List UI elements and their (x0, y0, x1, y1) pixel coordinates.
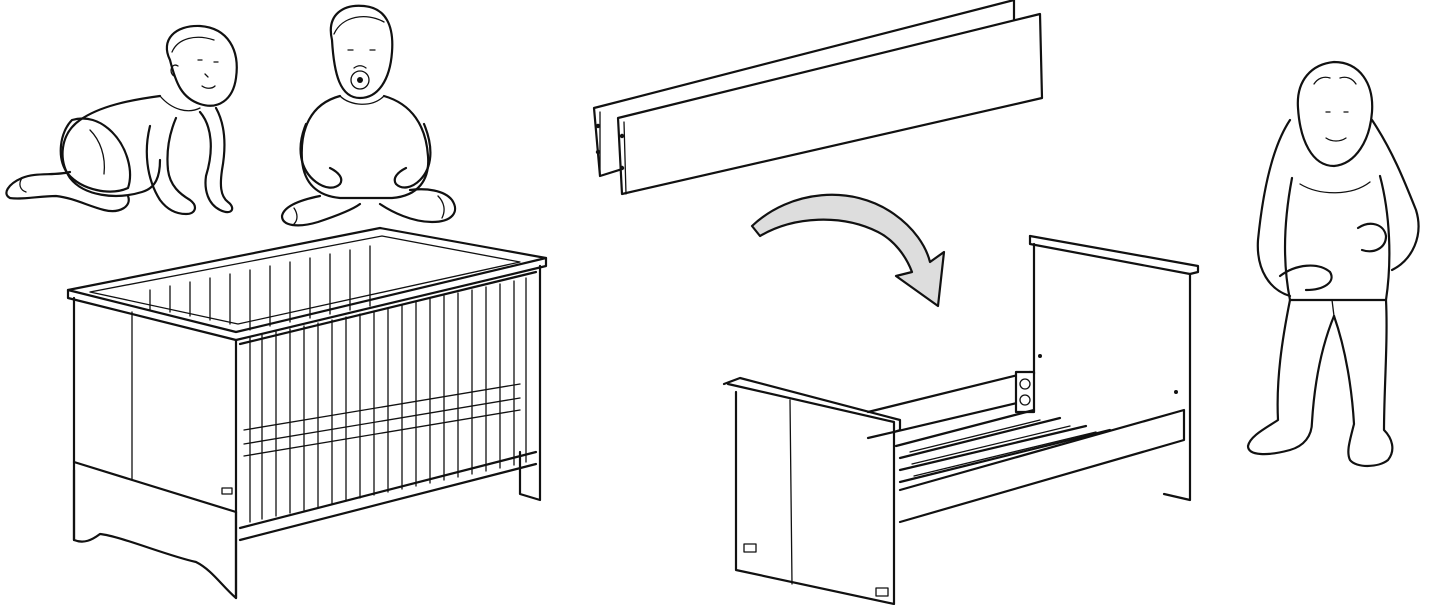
curved-arrow-icon (752, 195, 944, 306)
crib-icon (68, 228, 546, 598)
toddler-bed-icon (724, 236, 1198, 604)
standing-toddler-icon (1248, 62, 1419, 466)
sitting-baby-icon (282, 6, 455, 226)
side-rails-icon (594, 0, 1042, 194)
crawling-baby-icon (6, 26, 236, 214)
